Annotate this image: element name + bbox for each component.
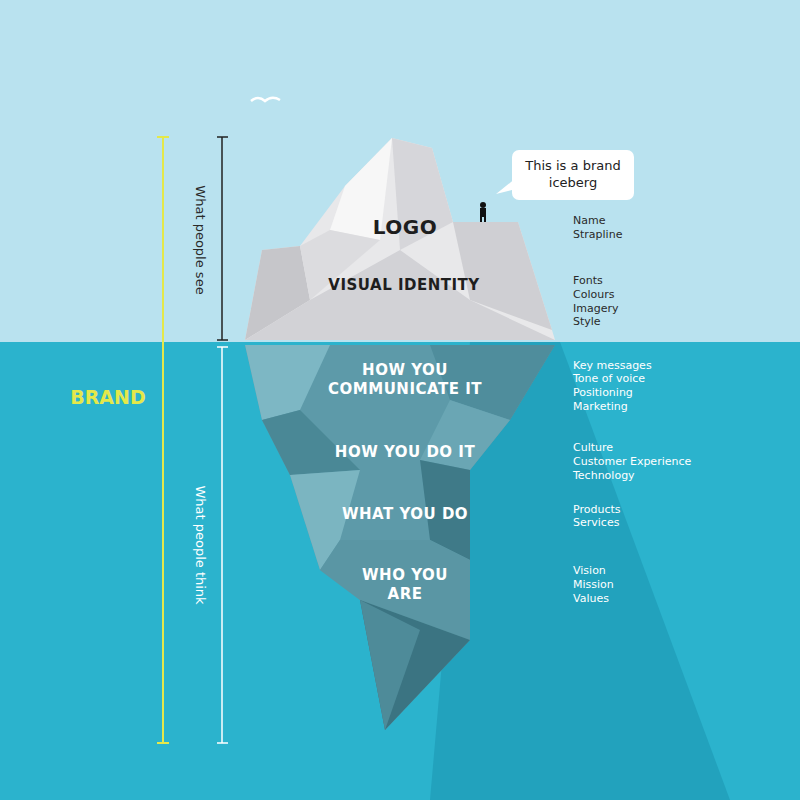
attribute-item: Tone of voice bbox=[573, 372, 645, 386]
attribute-item: Colours bbox=[573, 288, 614, 302]
seagull bbox=[251, 98, 280, 101]
bubble-text: This is a brand iceberg bbox=[520, 158, 626, 192]
explorer-figure bbox=[480, 202, 486, 222]
attribute-item: Positioning bbox=[573, 386, 633, 400]
iceberg-facet bbox=[245, 345, 330, 420]
sky bbox=[0, 0, 800, 342]
attribute-item: Style bbox=[573, 315, 601, 329]
layer-title: HOW YOU DO IT bbox=[335, 443, 475, 462]
layer-title: LOGO bbox=[373, 215, 437, 240]
see-bracket bbox=[217, 137, 228, 340]
brand-bracket bbox=[157, 137, 169, 743]
attribute-item: Mission bbox=[573, 578, 614, 592]
layer-title: WHAT YOU DO bbox=[342, 505, 468, 524]
attribute-item: Imagery bbox=[573, 302, 618, 316]
iceberg-facet bbox=[360, 600, 470, 730]
attribute-item: Values bbox=[573, 592, 609, 606]
think-bracket bbox=[217, 347, 228, 743]
attribute-item: Culture bbox=[573, 441, 613, 455]
attribute-item: Marketing bbox=[573, 400, 628, 414]
attribute-item: Technology bbox=[573, 469, 635, 483]
iceberg-facet bbox=[245, 250, 555, 340]
attribute-item: Name bbox=[573, 214, 605, 228]
attribute-item: Vision bbox=[573, 564, 606, 578]
water bbox=[0, 342, 800, 800]
iceberg-facet bbox=[262, 410, 360, 475]
speech-bubble: This is a brand iceberg bbox=[512, 150, 634, 200]
bracket-label: What people see bbox=[192, 185, 208, 294]
iceberg-top bbox=[245, 138, 555, 340]
layer-title: WHO YOU ARE bbox=[355, 566, 455, 604]
bracket-label: What people think bbox=[192, 485, 208, 604]
iceberg-bottom bbox=[245, 345, 555, 730]
brand-label: BRAND bbox=[70, 386, 146, 410]
attribute-item: Key messages bbox=[573, 359, 652, 373]
attribute-item: Strapline bbox=[573, 228, 622, 242]
iceberg-facet bbox=[360, 600, 420, 730]
attribute-item: Customer Experience bbox=[573, 455, 691, 469]
attribute-item: Products bbox=[573, 503, 621, 517]
attribute-item: Services bbox=[573, 516, 619, 530]
layer-title: HOW YOU COMMUNICATE IT bbox=[315, 361, 495, 399]
layer-title: VISUAL IDENTITY bbox=[328, 276, 479, 295]
attribute-item: Fonts bbox=[573, 274, 603, 288]
